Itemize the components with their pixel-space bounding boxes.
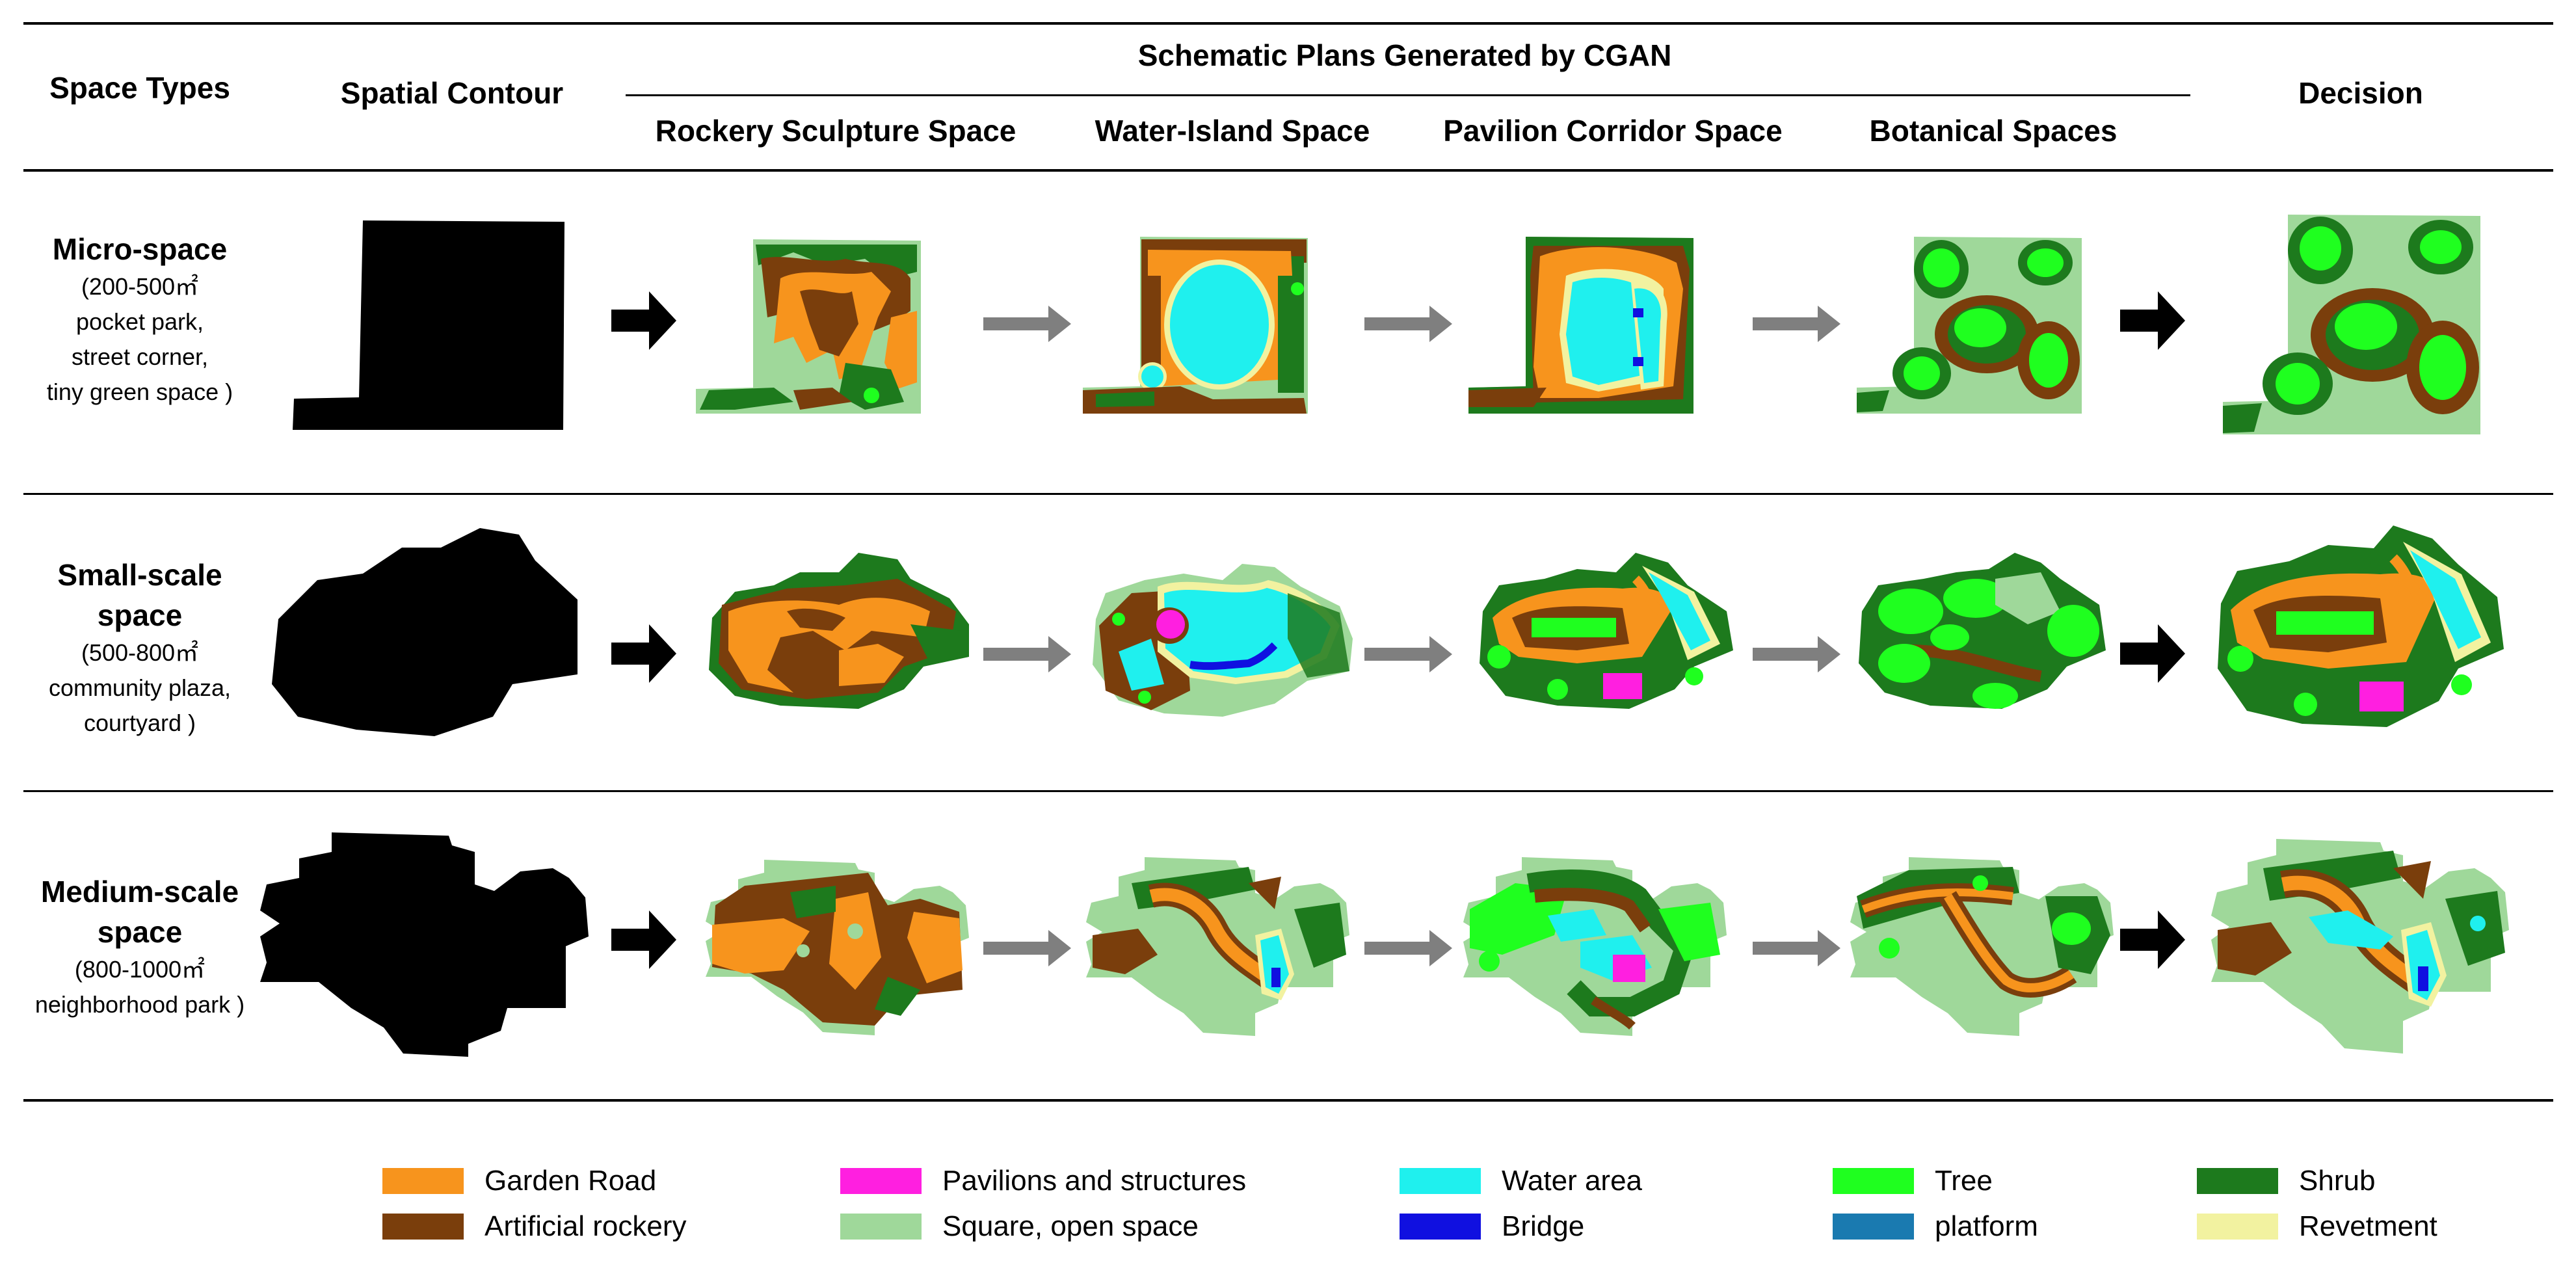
legend-swatch [1400, 1214, 1481, 1240]
legend-label: Artificial rockery [485, 1210, 687, 1242]
table-bottom-rule [23, 1099, 2553, 1102]
row-desc-line: (800-1000㎡ [74, 956, 206, 983]
header-col-rockery: Rockery Sculpture Space [655, 114, 1016, 148]
legend-swatch [1833, 1214, 1914, 1240]
row-title-2: space [97, 915, 183, 949]
micro-water-island-plan [1083, 237, 1310, 416]
row-label-medium: Medium-scale space (800-1000㎡ neighborho… [0, 871, 280, 1022]
row2-bottom-rule [23, 790, 2553, 792]
legend-item-garden-road: Garden Road [382, 1165, 656, 1197]
legend-swatch [1833, 1168, 1914, 1194]
top-rule [23, 22, 2553, 25]
arrow-black-to-decision-row1 [2120, 291, 2185, 353]
legend-label: Revetment [2299, 1210, 2437, 1242]
row-desc-line: (200-500㎡ [81, 273, 199, 300]
legend-label: Tree [1935, 1165, 1993, 1197]
group-title-rule [626, 94, 2190, 96]
legend-item-bridge: Bridge [1400, 1210, 1585, 1242]
arrow-black-contour-to-plans-row3 [611, 910, 676, 972]
header-col-botanical: Botanical Spaces [1869, 114, 2118, 148]
legend-label: Garden Road [485, 1165, 657, 1197]
arrow-gray-row2-c [1753, 636, 1840, 676]
legend-label: Pavilions and structures [942, 1165, 1247, 1197]
row-desc-line: community plaza, [48, 674, 232, 701]
header-spatial-contour: Spatial Contour [340, 76, 564, 110]
small-contour-silhouette [272, 528, 578, 736]
medium-pavilion-plan [1463, 857, 1730, 1036]
row-desc-line: neighborhood park ) [34, 991, 245, 1018]
arrow-gray-row2-a [983, 636, 1071, 676]
medium-water-island-plan [1086, 857, 1353, 1036]
legend-item-tree: Tree [1833, 1165, 1993, 1197]
row-title: Micro-space [52, 232, 228, 266]
arrow-black-contour-to-plans-row1 [611, 291, 676, 353]
medium-botanical-plan [1850, 857, 2117, 1036]
micro-decision-plan [2223, 215, 2483, 436]
micro-contour-silhouette [293, 218, 566, 432]
legend-swatch [382, 1214, 464, 1240]
arrow-gray-row3-b [1364, 930, 1452, 970]
legend-item-platform: platform [1833, 1210, 2038, 1242]
medium-decision-plan [2211, 839, 2510, 1054]
arrow-gray-row2-b [1364, 636, 1452, 676]
row-title-2: space [97, 598, 183, 632]
row-desc-line: courtyard ) [83, 710, 196, 736]
row-desc-line: (500-800㎡ [81, 639, 199, 666]
legend-label: Bridge [1502, 1210, 1585, 1242]
header-space-types: Space Types [49, 71, 230, 105]
medium-contour-silhouette [260, 832, 592, 1057]
small-pavilion-plan [1480, 553, 1733, 712]
header-group-title: Schematic Plans Generated by CGAN [1137, 38, 1672, 72]
arrow-gray-row1-b [1364, 306, 1452, 345]
arrow-gray-row3-c [1753, 930, 1840, 970]
micro-rockery-plan [696, 239, 923, 415]
legend-swatch [2197, 1168, 2278, 1194]
arrow-black-contour-to-plans-row2 [611, 624, 676, 686]
legend-swatch [382, 1168, 464, 1194]
row-title: Medium-scale [40, 875, 239, 909]
legend-item-artificial-rockery: Artificial rockery [382, 1210, 687, 1242]
micro-botanical-plan [1857, 237, 2084, 416]
legend-item-square-open-space: Square, open space [840, 1210, 1199, 1242]
legend-swatch [840, 1214, 922, 1240]
legend-item-shrub: Shrub [2197, 1165, 2375, 1197]
small-botanical-plan [1859, 553, 2106, 712]
header-bottom-rule [23, 169, 2553, 172]
medium-rockery-plan [706, 860, 972, 1035]
legend-label: platform [1935, 1210, 2038, 1242]
header-decision: Decision [2298, 76, 2423, 110]
legend-label: Water area [1502, 1165, 1643, 1197]
arrow-gray-row3-a [983, 930, 1071, 970]
arrow-black-to-decision-row3 [2120, 910, 2185, 972]
legend-item-pavilions: Pavilions and structures [840, 1165, 1246, 1197]
row-desc-line: pocket park, [75, 308, 204, 335]
legend-swatch [2197, 1214, 2278, 1240]
legend-item-water-area: Water area [1400, 1165, 1642, 1197]
row-label-small: Small-scale space (500-800㎡ community pl… [0, 555, 280, 741]
arrow-gray-row1-c [1753, 306, 1840, 345]
micro-pavilion-plan [1468, 237, 1696, 416]
header-col-pavilion: Pavilion Corridor Space [1443, 114, 1783, 148]
row-desc-line: street corner, [71, 343, 209, 370]
small-rockery-plan [709, 553, 969, 712]
row-label-micro: Micro-space (200-500㎡ pocket park, stree… [0, 229, 280, 410]
row-desc-line: tiny green space ) [46, 378, 233, 405]
legend-item-revetment: Revetment [2197, 1210, 2437, 1242]
legend-swatch [840, 1168, 922, 1194]
header-col-water-island: Water-Island Space [1095, 114, 1370, 148]
small-decision-plan [2218, 525, 2504, 734]
row1-bottom-rule [23, 493, 2553, 495]
legend-label: Shrub [2299, 1165, 2376, 1197]
row-title: Small-scale [57, 558, 222, 592]
arrow-black-to-decision-row2 [2120, 624, 2185, 686]
small-water-island-plan [1093, 554, 1353, 717]
arrow-gray-row1-a [983, 306, 1071, 345]
legend-swatch [1400, 1168, 1481, 1194]
legend-label: Square, open space [942, 1210, 1199, 1242]
